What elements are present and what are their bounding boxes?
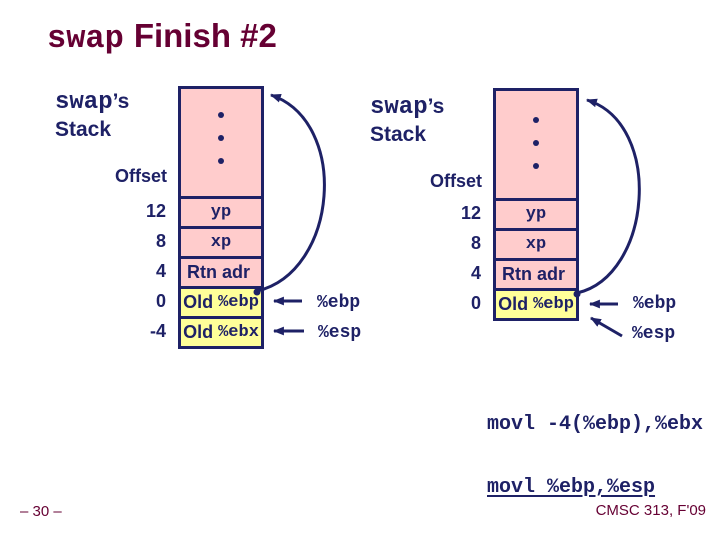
right-stack-filler	[496, 91, 576, 198]
left-esp-register-label: %esp	[318, 323, 362, 343]
right-stack-label-code: swap	[370, 94, 428, 121]
left-ebp-register-label: %ebp	[317, 293, 361, 313]
stack-row-xp: xp	[181, 226, 261, 256]
left-stack-box: yp xp Rtn adr Old%ebp Old%ebx	[178, 86, 264, 349]
ellipsis-dot	[533, 140, 539, 146]
stack-row-yp: yp	[496, 198, 576, 228]
left-stack-label-suffix: ’s	[112, 90, 130, 113]
stack-row-old-ebp: Old%ebp	[496, 288, 576, 318]
stack-row-rtn-adr: Rtn adr	[181, 256, 261, 286]
ellipsis-dot	[218, 158, 224, 164]
ellipsis-dot	[533, 163, 539, 169]
page-number: – 30 –	[20, 503, 62, 520]
offset-value: 8	[470, 233, 481, 253]
offset-value: 0	[470, 293, 481, 313]
ellipsis-dots	[496, 117, 576, 169]
right-stack-label-suffix: ’s	[427, 95, 445, 118]
right-offset-heading: Offset	[429, 171, 482, 191]
left-offset-heading: Offset	[114, 166, 167, 186]
left-stack-filler	[181, 89, 261, 196]
left-old-ebp-curved-arrow	[256, 93, 326, 293]
course-footer: CMSC 313, F'09	[595, 502, 706, 519]
left-stack-label-line2: Stack	[55, 118, 112, 141]
stack-row-old-ebp: Old%ebp	[181, 286, 261, 316]
code-line: movl -4(%ebp),%ebx	[487, 413, 704, 436]
left-stack-label: swap’s Stack	[55, 88, 129, 143]
offset-value: 12	[460, 203, 481, 223]
ellipsis-dots	[181, 112, 261, 164]
offset-value: 8	[155, 231, 166, 251]
offset-value: 0	[155, 291, 166, 311]
right-stack-box: yp xp Rtn adr Old%ebp	[493, 88, 579, 321]
ellipsis-dot	[533, 117, 539, 123]
offset-value: 4	[155, 261, 166, 281]
right-esp-register-label: %esp	[632, 324, 676, 344]
title-code-word: swap	[47, 20, 124, 57]
stack-row-xp: xp	[496, 228, 576, 258]
right-offset-column: 12 8 4 0	[436, 198, 481, 318]
assembly-code-block: movl -4(%ebp),%ebx movl %ebp,%esp popl %…	[487, 372, 703, 540]
title-rest: Finish #2	[133, 17, 277, 54]
right-esp-arrow	[590, 316, 623, 338]
offset-value: 4	[470, 263, 481, 283]
right-old-ebp-curved-arrow	[576, 98, 641, 295]
stack-row-rtn-adr: Rtn adr	[496, 258, 576, 288]
left-stack-label-code: swap	[55, 89, 113, 116]
offset-value: -4	[149, 321, 166, 341]
right-stack-label-line2: Stack	[370, 123, 427, 146]
stack-row-old-ebx: Old%ebx	[181, 316, 261, 346]
stack-row-yp: yp	[181, 196, 261, 226]
right-stack-label: swap’s Stack	[370, 93, 444, 148]
ellipsis-dot	[218, 112, 224, 118]
left-offset-column: 12 8 4 0 -4	[121, 196, 166, 346]
offset-value: 12	[145, 201, 166, 221]
code-line-current: movl %ebp,%esp	[487, 476, 656, 499]
right-ebp-register-label: %ebp	[633, 294, 677, 314]
ellipsis-dot	[218, 135, 224, 141]
